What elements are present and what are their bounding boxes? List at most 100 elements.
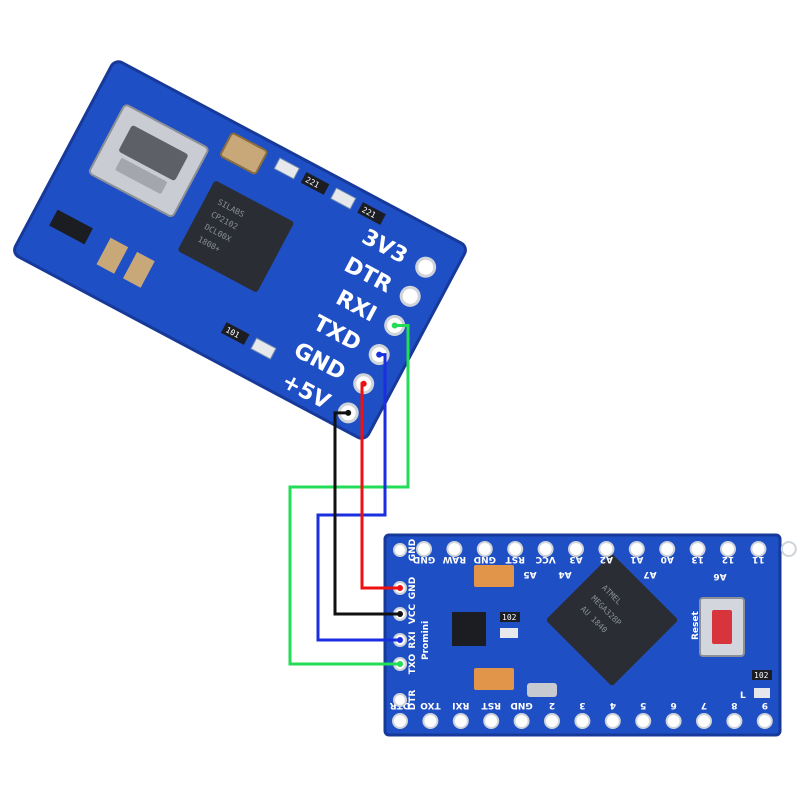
usb-pin-pad-dtr: [399, 285, 421, 307]
tantalum-cap-top: [474, 565, 514, 587]
wire-green-start: [391, 322, 398, 329]
bottom-pad-TXO: [422, 713, 439, 729]
smd-cap-1: [96, 237, 129, 274]
reset-button: [699, 597, 745, 657]
micro-usb-connector: [88, 104, 209, 218]
top-pad-11: [750, 541, 767, 557]
left-label-gnd-1: GND: [408, 577, 418, 599]
bottom-label-RXI: RXI: [452, 700, 469, 710]
resistor-3: [220, 322, 250, 345]
top-pad-GND: [476, 541, 493, 557]
top-pad-VCC: [537, 541, 554, 557]
inner-label-A5: A5: [523, 569, 536, 579]
resistor-b-label: 102: [754, 671, 769, 680]
atmega328p-chip: ATMEL MEGA328P AU 1840: [546, 554, 678, 686]
wire-red-start: [360, 380, 367, 387]
top-label-A1: A1: [630, 554, 643, 564]
wire-black: [333, 411, 400, 616]
bottom-label-RST: RST: [481, 700, 501, 710]
pro-mini-board: ATMEL MEGA328P AU 1840 Reset 102 102 L P…: [383, 533, 797, 737]
inner-label-A7: A7: [643, 569, 656, 579]
top-pad-12: [720, 541, 736, 557]
bottom-label-8: 8: [731, 700, 737, 710]
wire-black-end: [397, 611, 403, 617]
wires: [288, 322, 410, 667]
bottom-pad-RXI: [452, 713, 469, 729]
bottom-label-2: 2: [549, 700, 555, 710]
voltage-regulator: [452, 612, 486, 646]
cp2102-chip: SILABS CP2102 DCL00X 1808+: [178, 181, 294, 292]
bottom-label-3: 3: [579, 700, 585, 710]
top-label-13: 13: [691, 554, 704, 564]
bottom-pad-4: [604, 713, 621, 729]
top-label-11: 11: [752, 554, 765, 564]
top-pad-A2: [598, 541, 615, 557]
tantalum-cap-bottom: [474, 668, 514, 690]
smd-resistor-black: [49, 209, 93, 245]
top-pad-GND: [416, 541, 432, 557]
top-label-GND: GND: [413, 554, 435, 564]
resistor-2: [357, 202, 386, 225]
bottom-pad-9: [756, 713, 773, 729]
wire-blue-end: [397, 637, 403, 643]
wire-red-end: [397, 585, 403, 591]
left-label-dtr-5: DTR: [408, 690, 418, 711]
top-pad-RST: [507, 541, 524, 557]
bottom-label-6: 6: [670, 700, 676, 710]
left-label-rxi-3: RXI: [408, 631, 418, 648]
wire-black-start: [345, 409, 352, 416]
top-pad-A3: [568, 541, 584, 557]
bottom-pad-RST: [483, 713, 500, 729]
bottom-pad-DTR: [392, 713, 408, 729]
left-pad-dtr-5: [393, 693, 407, 707]
wire-blue: [316, 353, 400, 642]
led-2: [330, 187, 357, 210]
reset-label: Reset: [691, 611, 701, 640]
resistor-b: [752, 670, 772, 680]
top-pad-A0: [659, 541, 676, 557]
bottom-label-TXO: TXO: [420, 700, 441, 710]
inner-label-A4: A4: [558, 569, 571, 579]
top-label-A2: A2: [600, 554, 613, 564]
top-pad-A1: [628, 541, 645, 557]
smd-cap-2: [122, 251, 155, 288]
wire-green: [288, 323, 410, 666]
top-label-A0: A0: [661, 554, 674, 564]
bottom-label-7: 7: [701, 700, 707, 710]
top-pad-13: [689, 541, 706, 557]
resistor-a: [500, 612, 520, 622]
wire-blue-start: [376, 351, 383, 358]
resistor-a-label: 102: [502, 613, 517, 622]
top-label-GND: GND: [474, 554, 496, 564]
bottom-label-5: 5: [640, 700, 646, 710]
bottom-label-4: 4: [610, 700, 616, 710]
led-l: [754, 688, 770, 698]
bottom-pad-2: [544, 713, 560, 729]
usb-adapter-board: SILABS CP2102 DCL00X 1808+ 221 221 101 3…: [13, 60, 467, 440]
led-power: [500, 628, 518, 638]
top-pad-RAW: [446, 541, 463, 557]
resistor-1: [300, 172, 330, 195]
pro-mini-pads: GNDRAWGNDRSTVCCA3A2A1A013121110DTRTXORXI…: [390, 539, 797, 729]
inner-label-A6: A6: [713, 571, 726, 581]
bottom-pad-3: [574, 713, 591, 729]
left-label-txo-4: TXO: [408, 653, 418, 674]
bottom-pad-GND: [513, 713, 530, 729]
top-label-RAW: RAW: [443, 554, 466, 564]
led-l-label: L: [740, 691, 746, 701]
crystal: [527, 683, 557, 697]
left-label-gnd-0: GND: [408, 539, 418, 561]
bottom-pad-7: [696, 713, 712, 729]
bottom-label-GND: GND: [510, 700, 532, 710]
top-label-A3: A3: [569, 554, 582, 564]
bottom-pad-5: [635, 713, 652, 729]
capacitor: [220, 132, 268, 175]
top-pad-10: [780, 541, 797, 557]
led-3: [250, 337, 277, 360]
left-label-vcc-2: VCC: [408, 604, 418, 625]
top-label-10: 10: [783, 554, 796, 564]
wire-green-end: [397, 661, 403, 667]
bottom-pad-6: [665, 713, 682, 729]
